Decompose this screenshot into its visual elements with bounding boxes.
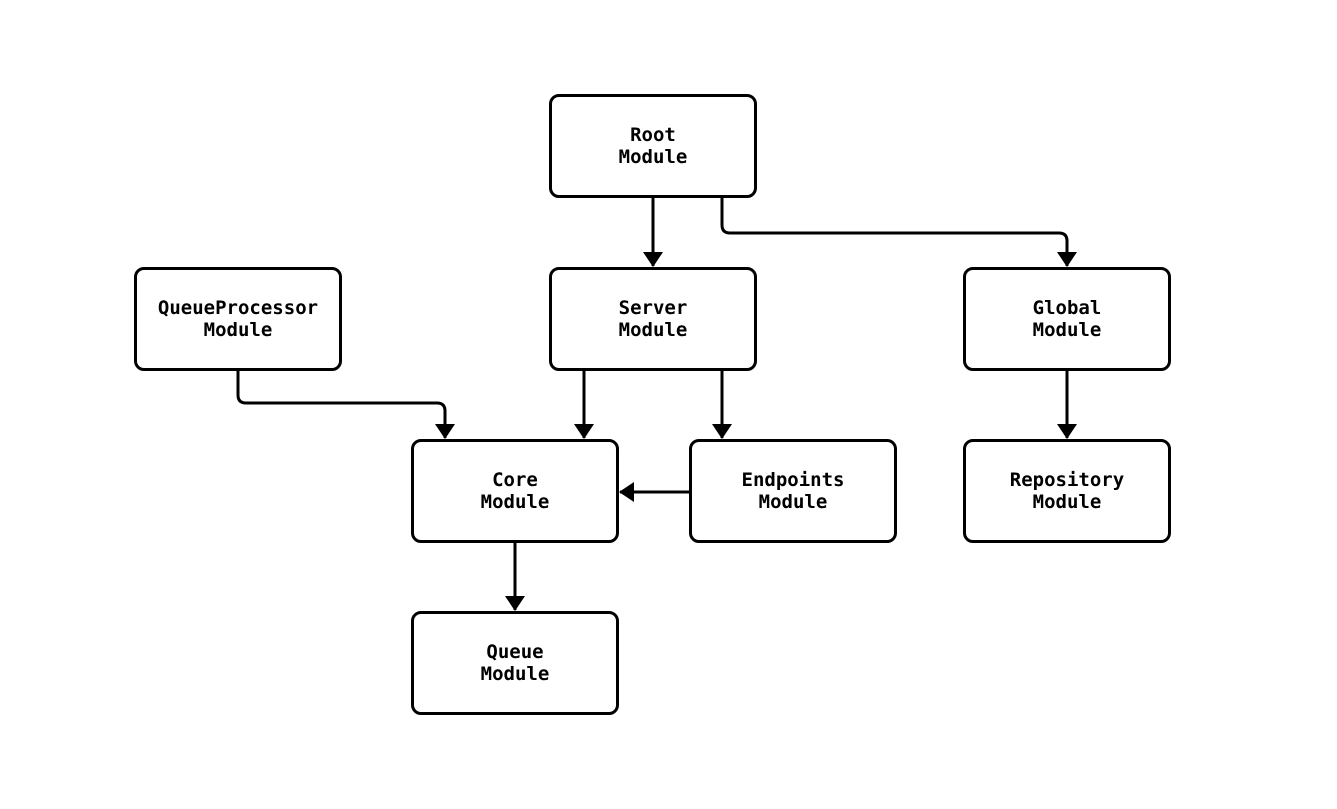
node-queueprocessor-module-label: QueueProcessor Module bbox=[157, 297, 319, 341]
edge-root-to-global bbox=[720, 198, 1077, 267]
node-queue-module: Queue Module bbox=[411, 611, 619, 715]
node-endpoints-module: Endpoints Module bbox=[689, 439, 897, 543]
node-core-module: Core Module bbox=[411, 439, 619, 543]
node-server-module-label: Server Module bbox=[618, 297, 688, 341]
node-root-module: Root Module bbox=[549, 94, 757, 198]
node-endpoints-module-label: Endpoints Module bbox=[741, 469, 845, 513]
node-root-module-label: Root Module bbox=[618, 124, 688, 168]
node-core-module-label: Core Module bbox=[480, 469, 550, 513]
node-repository-module: Repository Module bbox=[963, 439, 1171, 543]
node-repository-module-label: Repository Module bbox=[1009, 469, 1125, 513]
edge-queueprocessor-to-core bbox=[236, 371, 455, 439]
node-queue-module-label: Queue Module bbox=[480, 641, 550, 685]
node-queueprocessor-module: QueueProcessor Module bbox=[134, 267, 342, 371]
node-server-module: Server Module bbox=[549, 267, 757, 371]
node-global-module: Global Module bbox=[963, 267, 1171, 371]
node-global-module-label: Global Module bbox=[1032, 297, 1102, 341]
